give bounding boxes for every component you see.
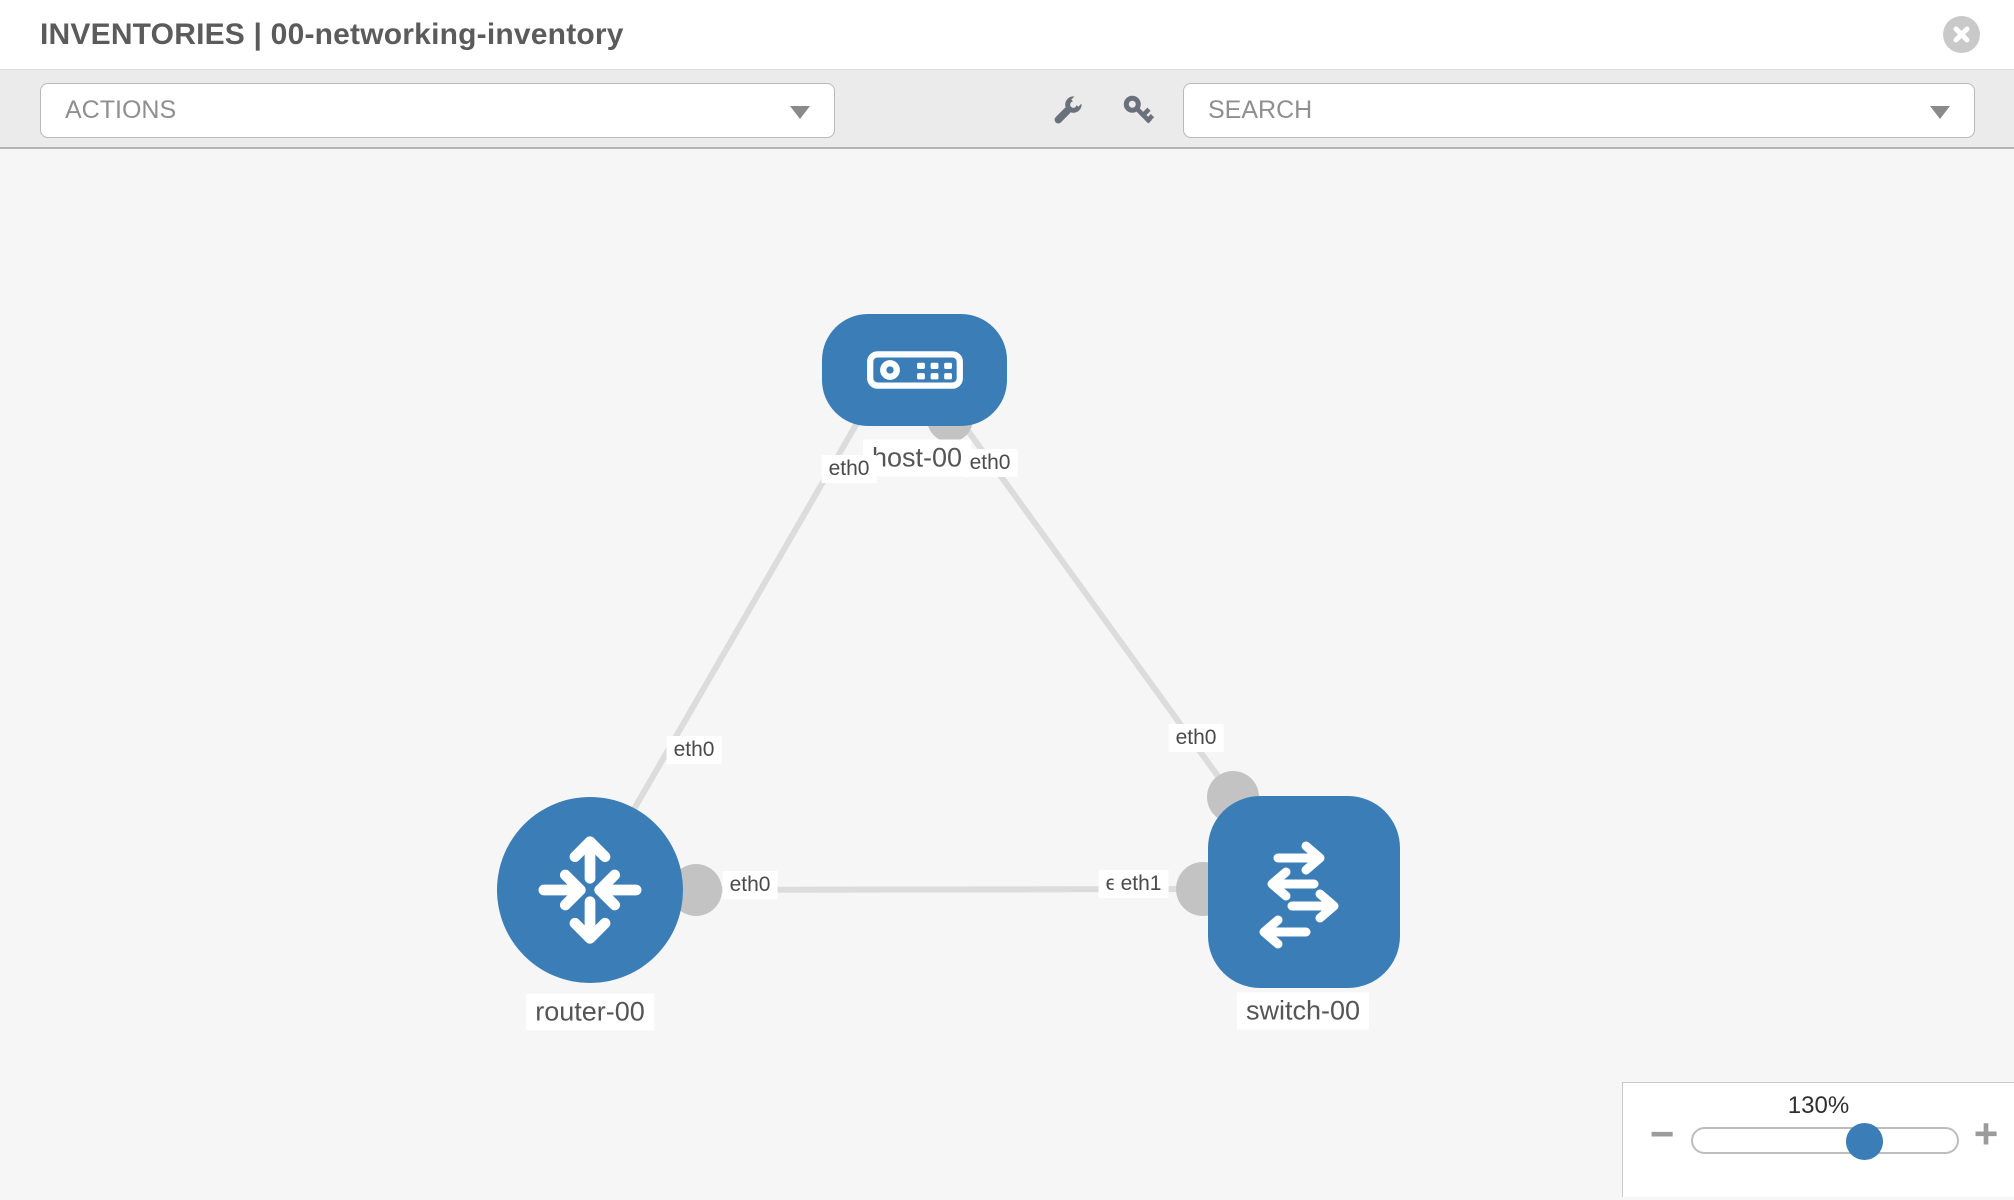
close-icon — [1953, 26, 1970, 43]
iface-label-host-switch-at-host: eth0 — [962, 449, 1018, 477]
chevron-down-icon — [790, 105, 810, 119]
iface-label-host-router-at-host: eth0 — [821, 455, 877, 483]
zoom-slider-track[interactable] — [1691, 1127, 1959, 1154]
page-title: INVENTORIES | 00-networking-inventory — [40, 17, 624, 51]
iface-label-host-router-at-router: eth0 — [666, 736, 722, 764]
node-host-00[interactable] — [822, 314, 1007, 426]
host-icon — [866, 351, 963, 389]
actions-dropdown[interactable]: ACTIONS — [40, 83, 835, 138]
zoom-level-value: 130% — [1787, 1092, 1850, 1119]
actions-dropdown-label: ACTIONS — [65, 96, 177, 124]
key-icon[interactable] — [1120, 92, 1158, 130]
node-label-host: host-00 — [862, 439, 972, 477]
links-layer — [582, 397, 1236, 896]
chevron-down-icon — [1930, 105, 1950, 119]
node-router-00[interactable] — [497, 797, 683, 983]
node-label-switch: switch-00 — [1236, 992, 1370, 1030]
search-dropdown[interactable]: SEARCH — [1183, 83, 1975, 138]
node-switch-00[interactable] — [1208, 796, 1400, 988]
iface-label-host-switch-at-switch: eth0 — [1168, 724, 1224, 752]
zoom-out-button[interactable]: − — [1649, 1110, 1675, 1157]
topology-canvas[interactable]: host-00 router-00 switch-00 eth0 eth0 et… — [0, 149, 2014, 1197]
iface-label-router-switch-at-router: eth0 — [722, 871, 778, 899]
zoom-slider-thumb[interactable] — [1846, 1123, 1883, 1160]
close-button[interactable] — [1943, 16, 1980, 53]
router-icon — [538, 836, 642, 944]
search-dropdown-label: SEARCH — [1208, 96, 1313, 124]
zoom-panel: 130% − + — [1622, 1082, 2014, 1197]
toolbar: ACTIONS SEARCH — [0, 70, 2014, 149]
iface-label-router-switch-at-switch-front: eth1 — [1113, 870, 1169, 898]
header: INVENTORIES | 00-networking-inventory — [0, 0, 2014, 70]
node-label-router: router-00 — [526, 993, 654, 1031]
zoom-in-button[interactable]: + — [1973, 1110, 1999, 1157]
wrench-icon[interactable] — [1048, 92, 1086, 130]
switch-icon — [1259, 841, 1339, 949]
